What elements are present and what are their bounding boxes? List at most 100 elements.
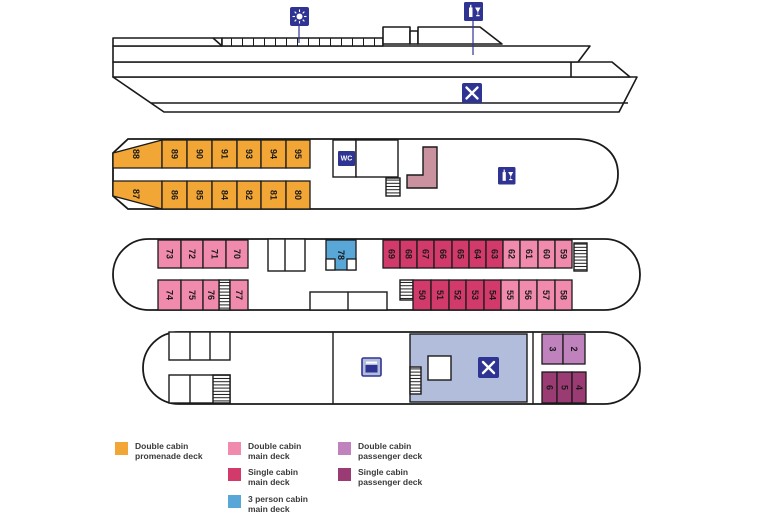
cabin-number: 60 <box>542 249 552 259</box>
wc-icon: WC <box>338 151 355 166</box>
cabin-number: 86 <box>170 190 180 200</box>
legend-swatch <box>228 442 241 455</box>
cabin-number: 65 <box>456 249 466 259</box>
cabin-number: 89 <box>170 149 180 159</box>
cabin-58 <box>554 279 573 311</box>
cabin-number: 73 <box>165 249 175 259</box>
cabin-number: 76 <box>206 290 216 300</box>
cabin-number: 6 <box>545 385 555 390</box>
sun-icon <box>290 7 309 26</box>
restaurant-icon <box>462 83 482 103</box>
legend-swatch <box>228 495 241 508</box>
cabin-number: 54 <box>488 290 498 300</box>
cabin-number: 81 <box>269 190 279 200</box>
cabin-number: 74 <box>165 290 175 300</box>
cabin-number: 57 <box>541 290 551 300</box>
cabin-number: 93 <box>244 149 254 159</box>
wc-label: WC <box>341 156 353 163</box>
cabin-number: 71 <box>210 249 220 259</box>
cabin-number: 66 <box>438 249 448 259</box>
cabin-76 <box>202 279 220 311</box>
cabin-number: 61 <box>524 249 534 259</box>
cabin-86 <box>161 180 188 210</box>
cabin-number: 94 <box>269 149 279 159</box>
cabin-number: 50 <box>417 290 427 300</box>
cabin-number: 72 <box>187 249 197 259</box>
cabin-number: 90 <box>195 149 205 159</box>
cabin-4 <box>571 371 587 404</box>
stairs <box>385 177 401 197</box>
cabin-90 <box>186 139 213 169</box>
cabin-77 <box>229 279 249 311</box>
profile-upper-deck-band <box>112 45 591 63</box>
cabin-number: 95 <box>293 149 303 159</box>
cabin-number: 91 <box>220 149 230 159</box>
cabin-70 <box>225 239 249 269</box>
wheelhouse <box>417 26 503 45</box>
cabin-number: 75 <box>187 290 197 300</box>
dance-floor <box>427 355 452 381</box>
cabin-number: 5 <box>560 385 570 390</box>
cabin-95 <box>285 139 311 169</box>
cabin-number: 52 <box>453 290 463 300</box>
cabin-number: 59 <box>559 249 569 259</box>
legend-swatch <box>115 442 128 455</box>
stairs <box>409 366 422 395</box>
room <box>267 238 306 272</box>
cabin-number: 67 <box>421 249 431 259</box>
cabin-85 <box>186 180 213 210</box>
profile-roof-slant <box>212 37 223 47</box>
cabin-number: 85 <box>195 190 205 200</box>
drinks-icon <box>464 2 483 21</box>
cabin-number: 55 <box>505 290 515 300</box>
cabin-number: 78 <box>336 250 346 260</box>
stairs <box>573 242 588 272</box>
cabin-number: 51 <box>435 290 445 300</box>
drinks-icon <box>498 167 516 185</box>
cabin-number: 64 <box>473 249 483 259</box>
restaurant-icon <box>478 357 499 378</box>
cabin-94 <box>260 139 287 169</box>
cabin-number: 53 <box>470 290 480 300</box>
cabin-number: 4 <box>574 385 584 390</box>
cabin-number: 82 <box>244 190 254 200</box>
cabin-number: 68 <box>404 249 414 259</box>
cabin-78-notch <box>325 258 336 271</box>
room <box>168 331 231 361</box>
cabin-number: 63 <box>490 249 500 259</box>
cabin-2 <box>562 333 586 365</box>
legend-swatch <box>338 468 351 481</box>
cabin-number: 88 <box>131 149 141 159</box>
cabin-number: 3 <box>548 346 558 351</box>
legend-swatch <box>338 442 351 455</box>
legend-swatch <box>228 468 241 481</box>
room <box>355 139 399 178</box>
cabin-78-notch <box>346 258 357 271</box>
bar-counter <box>406 146 438 189</box>
cabin-number: 70 <box>232 249 242 259</box>
cabin-number: 87 <box>131 189 141 199</box>
cabin-number: 80 <box>293 190 303 200</box>
cabin-number: 69 <box>387 249 397 259</box>
cabin-number: 84 <box>220 190 230 200</box>
ship-profile <box>112 26 638 113</box>
cabin-number: 56 <box>523 290 533 300</box>
